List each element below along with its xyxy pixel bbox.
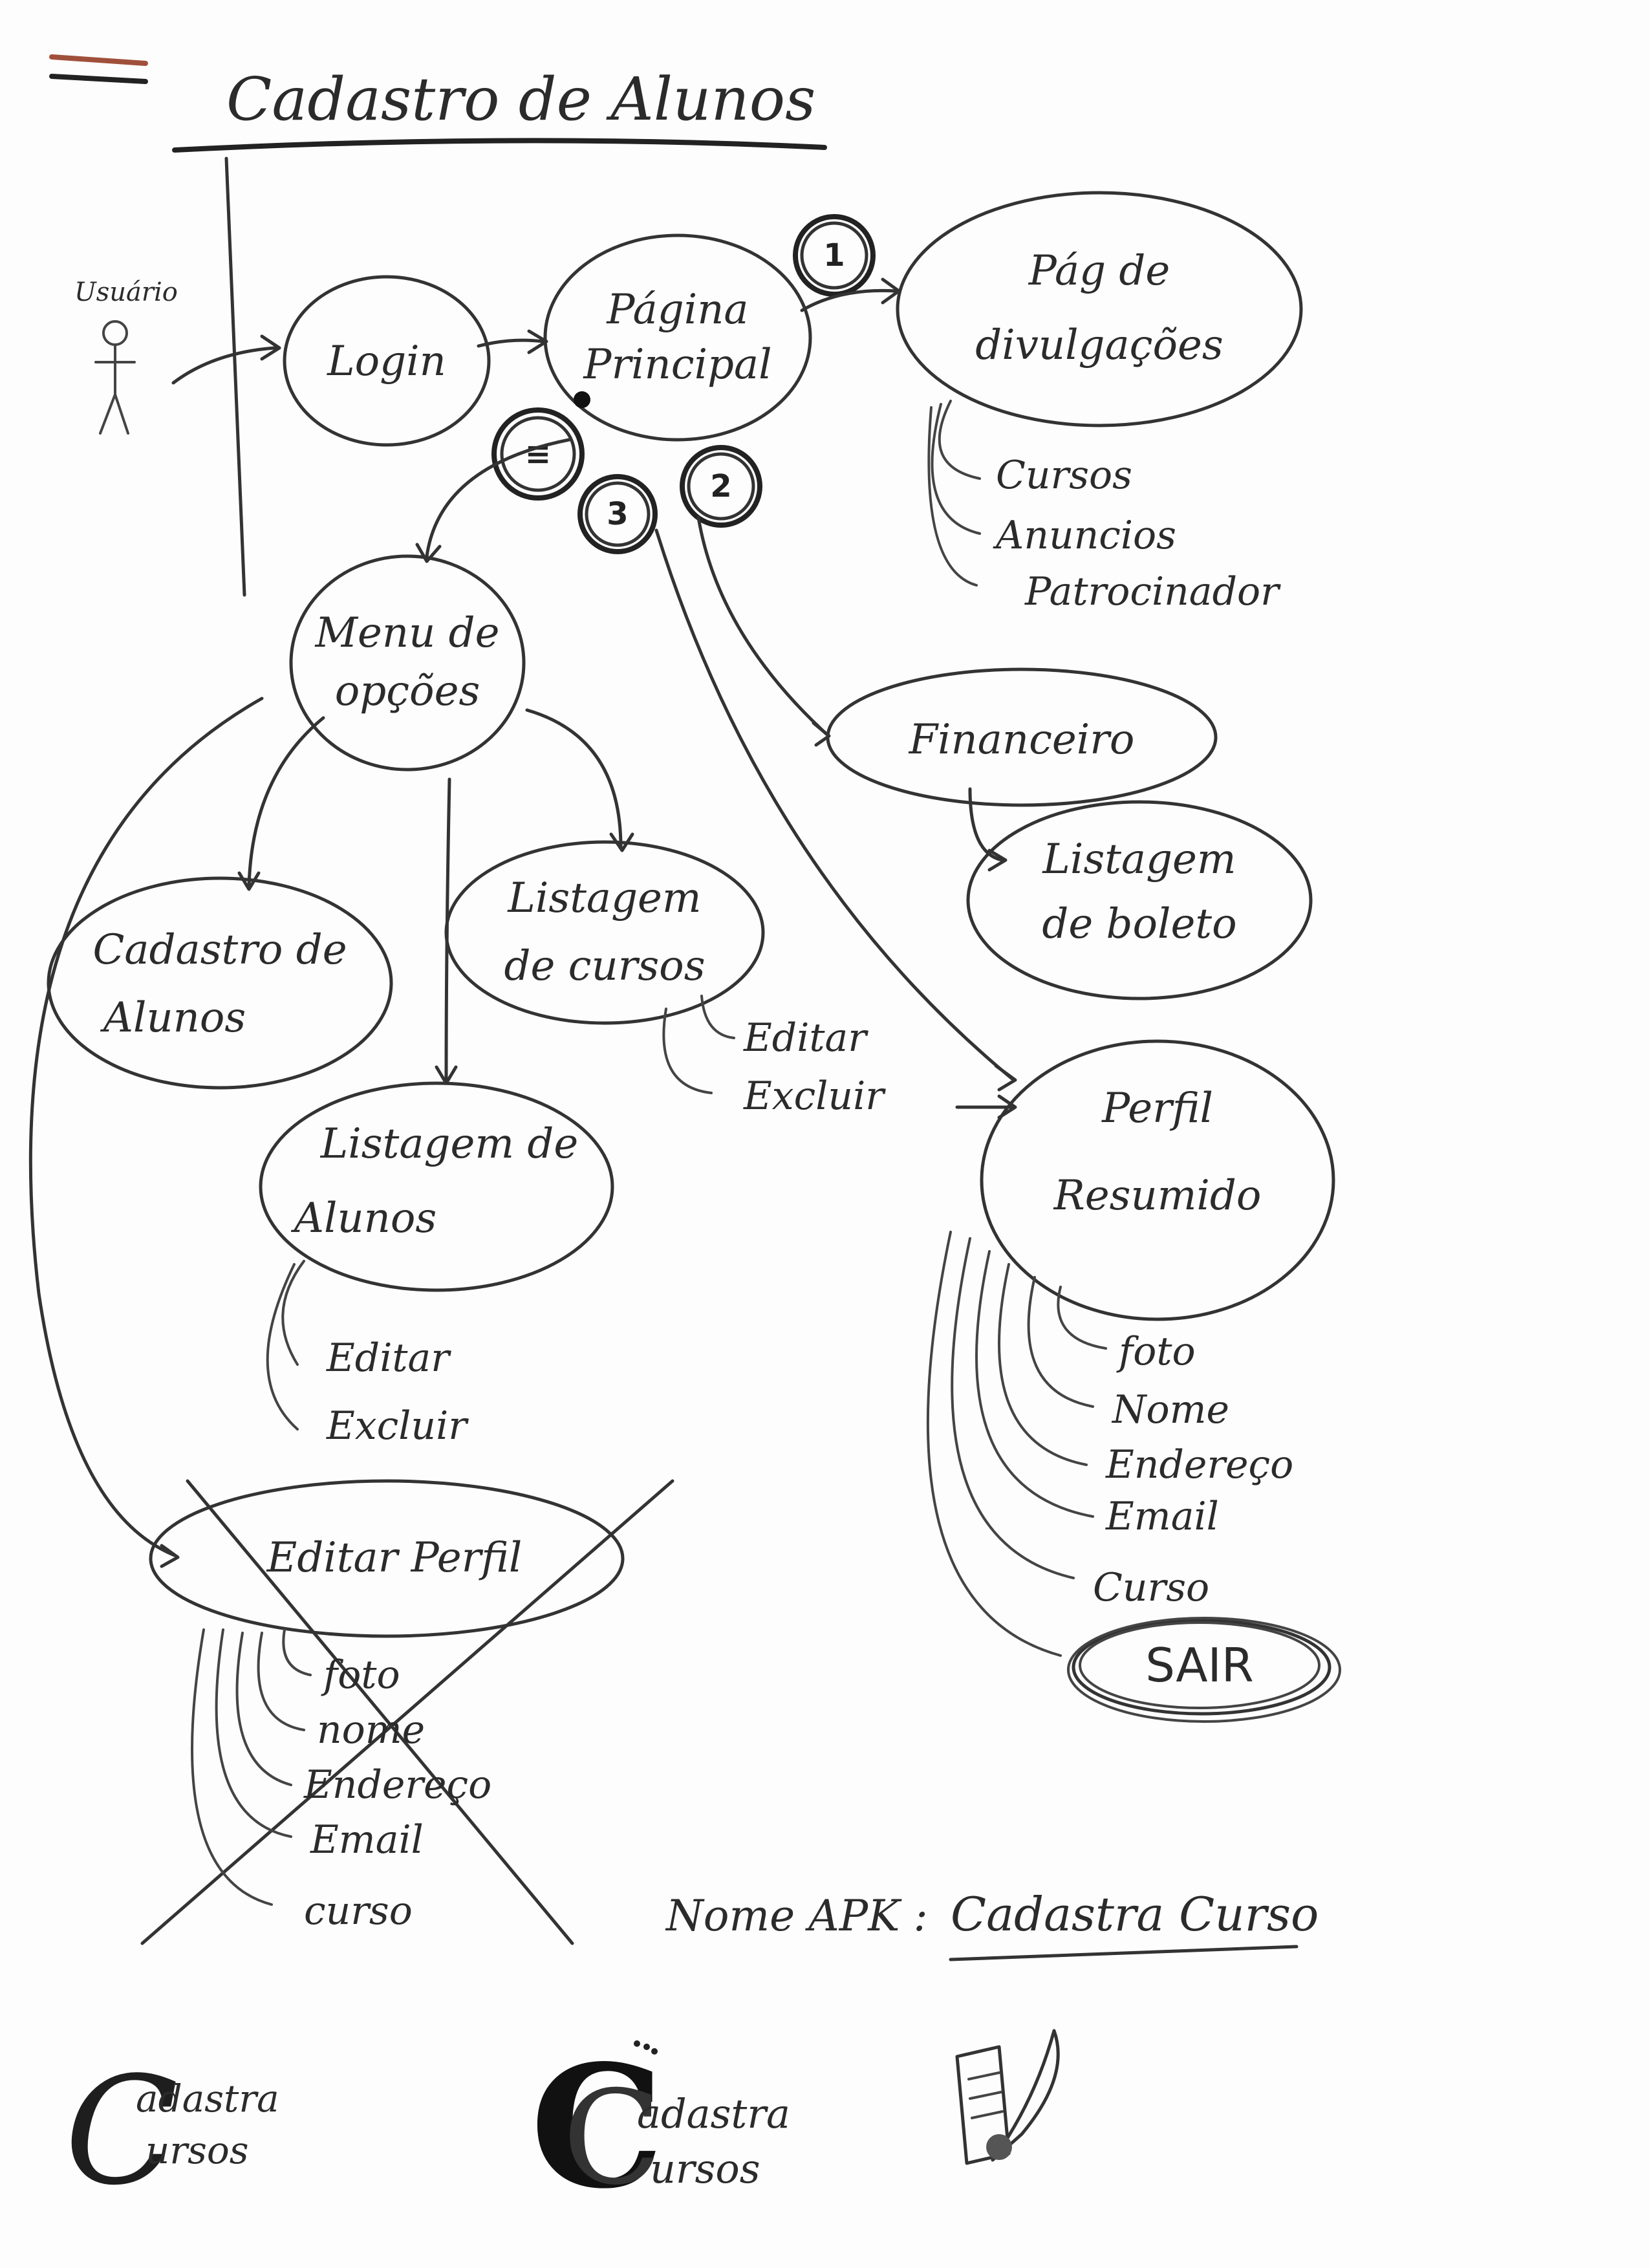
lane-divider xyxy=(224,157,246,597)
perfil-resumido-node: Perfil Resumido xyxy=(980,1039,1335,1321)
cross-out-line-2 xyxy=(186,1479,574,1945)
pag-divulgacoes-line1: Pág de xyxy=(1028,247,1170,295)
pagina-principal-node: Página Principal xyxy=(543,233,812,442)
badge-2: 2 xyxy=(680,445,762,528)
svg-text:adastra: adastra xyxy=(136,2077,279,2121)
listagem-boleto-node: Listagem de boleto xyxy=(966,800,1313,1000)
listagem-cursos-line1: Listagem xyxy=(507,874,701,922)
cursos-action-item: Excluir xyxy=(743,1074,886,1119)
login-label: Login xyxy=(327,338,446,385)
financeiro-label: Financeiro xyxy=(909,716,1135,764)
perfil-field: Nome xyxy=(1111,1387,1229,1432)
menu-opcoes-line2: opções xyxy=(335,667,480,715)
perfil-field: Curso xyxy=(1093,1565,1209,1610)
actor-label: Usuário xyxy=(74,277,178,307)
financeiro-node: Financeiro xyxy=(826,667,1218,807)
page-title: Cadastro de Alunos xyxy=(226,65,815,134)
alunos-action-item: Excluir xyxy=(326,1403,469,1449)
cursos-action-item: Editar xyxy=(743,1015,868,1061)
editar-perfil-field: Endereço xyxy=(303,1762,491,1808)
badge-1: 1 xyxy=(793,214,876,297)
user-actor-icon xyxy=(94,320,136,435)
perfil-resumido-line2: Resumido xyxy=(1053,1172,1262,1220)
menu-opcoes-line1: Menu de xyxy=(314,609,499,657)
svg-text:ursos: ursos xyxy=(146,2128,249,2172)
listagem-boleto-line2: de boleto xyxy=(1042,900,1236,948)
perfil-field: Endereço xyxy=(1105,1442,1293,1487)
listagem-alunos-node: Listagem de Alunos xyxy=(259,1081,614,1292)
login-node: Login xyxy=(283,275,491,447)
svg-text:C: C xyxy=(530,2029,664,2226)
editar-perfil-label: Editar Perfil xyxy=(266,1534,523,1582)
svg-text:2: 2 xyxy=(710,468,731,504)
editar-perfil-field: foto xyxy=(321,1652,400,1698)
svg-text:C: C xyxy=(65,2046,178,2218)
alunos-action-item: Editar xyxy=(326,1335,451,1381)
app-name: Nome APK : Cadastra Curso xyxy=(665,1887,1319,1961)
badge-menu: ≡ xyxy=(491,407,585,501)
title-underline xyxy=(172,138,827,153)
perfil-resumido-fields: foto Nome Endereço Email Curso xyxy=(926,1231,1293,1657)
svg-text:1: 1 xyxy=(823,237,845,274)
divulgacoes-item: Patrocinador xyxy=(1024,569,1281,614)
menu-opcoes-node: Menu de opções xyxy=(289,554,526,772)
cadastro-alunos-line2: Alunos xyxy=(100,994,246,1042)
editar-perfil-node: Editar Perfil xyxy=(140,1479,674,1945)
editar-perfil-fields: foto nome Endereço Email curso xyxy=(191,1628,491,1934)
cadastro-alunos-node: Cadastro de Alunos xyxy=(47,876,393,1090)
listagem-alunos-line1: Listagem de xyxy=(320,1120,578,1168)
perfil-field: Email xyxy=(1105,1494,1219,1539)
badge-3: 3 xyxy=(577,474,658,554)
alunos-actions: Editar Excluir xyxy=(266,1260,469,1449)
divulgacoes-subitems: Cursos Anuncios Patrocinador xyxy=(927,400,1281,614)
svg-text:adastra: adastra xyxy=(637,2090,790,2137)
pagina-principal-line1: Página xyxy=(606,286,748,334)
hamburger-icon xyxy=(49,54,148,84)
app-name-value: Cadastra Curso xyxy=(951,1887,1319,1941)
svg-text:ursos: ursos xyxy=(650,2145,760,2192)
editar-perfil-field: nome xyxy=(317,1707,425,1753)
editar-perfil-field: Email xyxy=(310,1817,424,1863)
app-name-prefix: Nome APK : xyxy=(665,1891,928,1941)
svg-text:3: 3 xyxy=(607,496,628,532)
sair-node: SAIR xyxy=(1067,1617,1341,1723)
sair-label: SAIR xyxy=(1145,1638,1254,1692)
divulgacoes-item: Cursos xyxy=(996,453,1132,498)
pagina-principal-line2: Principal xyxy=(583,341,771,389)
cursos-actions: Editar Excluir xyxy=(662,995,886,1119)
perfil-field: foto xyxy=(1116,1329,1196,1374)
perfil-resumido-line1: Perfil xyxy=(1101,1085,1213,1132)
logo-sketch-1: C adastra ursos xyxy=(65,2046,279,2218)
svg-text:≡: ≡ xyxy=(525,436,551,472)
cross-out-line-1 xyxy=(140,1479,674,1945)
pag-divulgacoes-node: Pág de divulgações xyxy=(896,191,1303,427)
connectors xyxy=(28,277,1017,1568)
editar-perfil-field: curso xyxy=(304,1888,413,1934)
listagem-cursos-node: Listagem de cursos xyxy=(444,840,765,1025)
cadastro-alunos-line1: Cadastro de xyxy=(92,926,347,974)
pag-divulgacoes-line2: divulgações xyxy=(975,321,1223,369)
logo-sketch-2: C C adastra ursos xyxy=(530,2029,790,2226)
divulgacoes-item: Anuncios xyxy=(993,513,1176,558)
document-quill-icon xyxy=(955,2029,1060,2165)
listagem-alunos-line2: Alunos xyxy=(291,1194,437,1242)
listagem-cursos-line2: de cursos xyxy=(504,942,705,990)
svg-text:C: C xyxy=(563,2063,662,2214)
listagem-boleto-line1: Listagem xyxy=(1042,836,1236,883)
